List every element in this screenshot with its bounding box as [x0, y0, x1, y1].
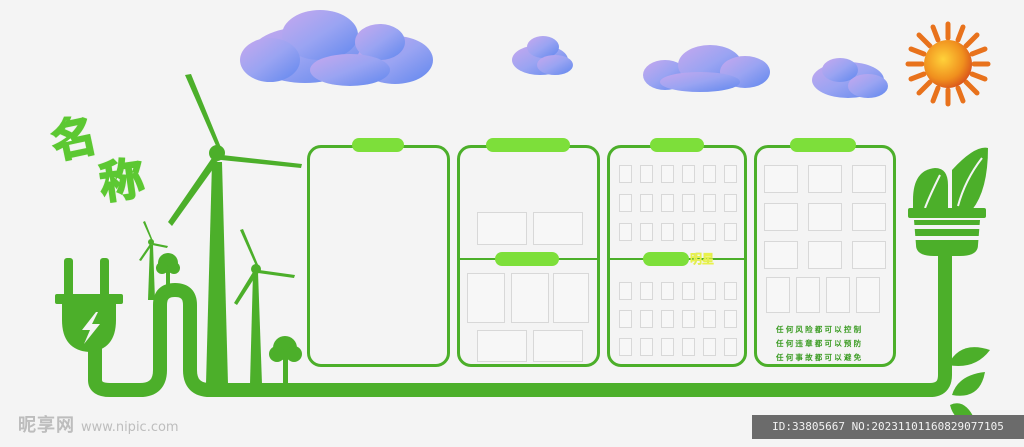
photo-slot [703, 282, 716, 300]
photo-slot [619, 310, 632, 328]
cloud-small-1 [512, 36, 573, 75]
photo-slot [808, 165, 842, 193]
photo-slot [553, 273, 589, 323]
photo-slot [682, 310, 695, 328]
leaf-plug-icon [908, 147, 988, 256]
photo-slot [619, 223, 632, 241]
panel-3-header-tag [650, 138, 704, 152]
photo-slot [511, 273, 549, 323]
photo-slot [619, 194, 632, 212]
photo-slot [852, 203, 886, 231]
sun-icon [905, 21, 991, 107]
photo-slot [703, 223, 716, 241]
slogan-line-3: 任何事故都可以避免 [776, 353, 864, 362]
tree-small [156, 253, 180, 290]
panel-4-header-tag [790, 138, 856, 152]
photo-slot [724, 194, 737, 212]
photo-slot [640, 282, 653, 300]
slogan-line-2: 任何违章都可以预防 [776, 339, 864, 348]
panel-2-header-tag [486, 138, 570, 152]
plug-icon [55, 258, 123, 352]
panel-3-mid-tag [643, 252, 689, 266]
leaves-bottom-icon [948, 347, 990, 421]
photo-slot [764, 165, 798, 193]
photo-slot [661, 338, 674, 356]
watermark-brand: 昵享网 [18, 415, 75, 436]
wind-turbine-small [234, 229, 295, 384]
photo-slot [724, 165, 737, 183]
panel-1-header-tag [352, 138, 404, 152]
photo-slot [703, 338, 716, 356]
photo-slot [724, 338, 737, 356]
watermark: 昵享网 www.nipic.com [18, 411, 179, 437]
photo-slot [852, 241, 886, 269]
photo-slot [682, 165, 695, 183]
photo-slot [477, 330, 527, 362]
photo-slot [682, 338, 695, 356]
wind-turbine-tiny [139, 221, 168, 300]
photo-slot [661, 282, 674, 300]
photo-slot [661, 165, 674, 183]
wind-turbine-large [168, 74, 302, 384]
photo-slot [533, 330, 583, 362]
photo-slot [619, 282, 632, 300]
cloud-medium [643, 45, 770, 92]
photo-slot [724, 223, 737, 241]
title-char-2: 称 [96, 152, 149, 211]
photo-slot [640, 165, 653, 183]
photo-slot [724, 282, 737, 300]
photo-slot [766, 277, 790, 313]
photo-slot [682, 223, 695, 241]
cable-line [88, 243, 952, 397]
photo-slot [619, 338, 632, 356]
photo-slot [640, 223, 653, 241]
photo-slot [661, 194, 674, 212]
slogan-line-1: 任何风险都可以控制 [776, 325, 864, 334]
star-label: 明星 [690, 252, 715, 266]
photo-slot [703, 194, 716, 212]
photo-slot [856, 277, 880, 313]
id-bar: ID:33805667 NO:20231101160829077105 [752, 415, 1024, 439]
photo-slot [467, 273, 505, 323]
photo-slot [808, 203, 842, 231]
photo-slot [724, 310, 737, 328]
photo-slot [661, 223, 674, 241]
photo-slot [764, 203, 798, 231]
photo-slot [682, 282, 695, 300]
panel-2-mid-tag [495, 252, 559, 266]
cloud-right [812, 58, 888, 98]
photo-slot [764, 241, 798, 269]
photo-slot [477, 212, 527, 245]
photo-slot [619, 165, 632, 183]
tree-right [269, 336, 302, 386]
photo-slot [640, 194, 653, 212]
photo-slot [808, 241, 842, 269]
photo-slot [661, 310, 674, 328]
photo-slot [533, 212, 583, 245]
photo-slot [852, 165, 886, 193]
photo-slot [703, 310, 716, 328]
photo-slot [682, 194, 695, 212]
photo-slot [796, 277, 820, 313]
board-panel-1 [307, 145, 450, 367]
photo-slot [640, 338, 653, 356]
photo-slot [703, 165, 716, 183]
photo-slot [826, 277, 850, 313]
title-char-1: 名 [46, 109, 102, 170]
cloud-large [240, 10, 433, 86]
watermark-url: www.nipic.com [81, 420, 179, 435]
photo-slot [640, 310, 653, 328]
